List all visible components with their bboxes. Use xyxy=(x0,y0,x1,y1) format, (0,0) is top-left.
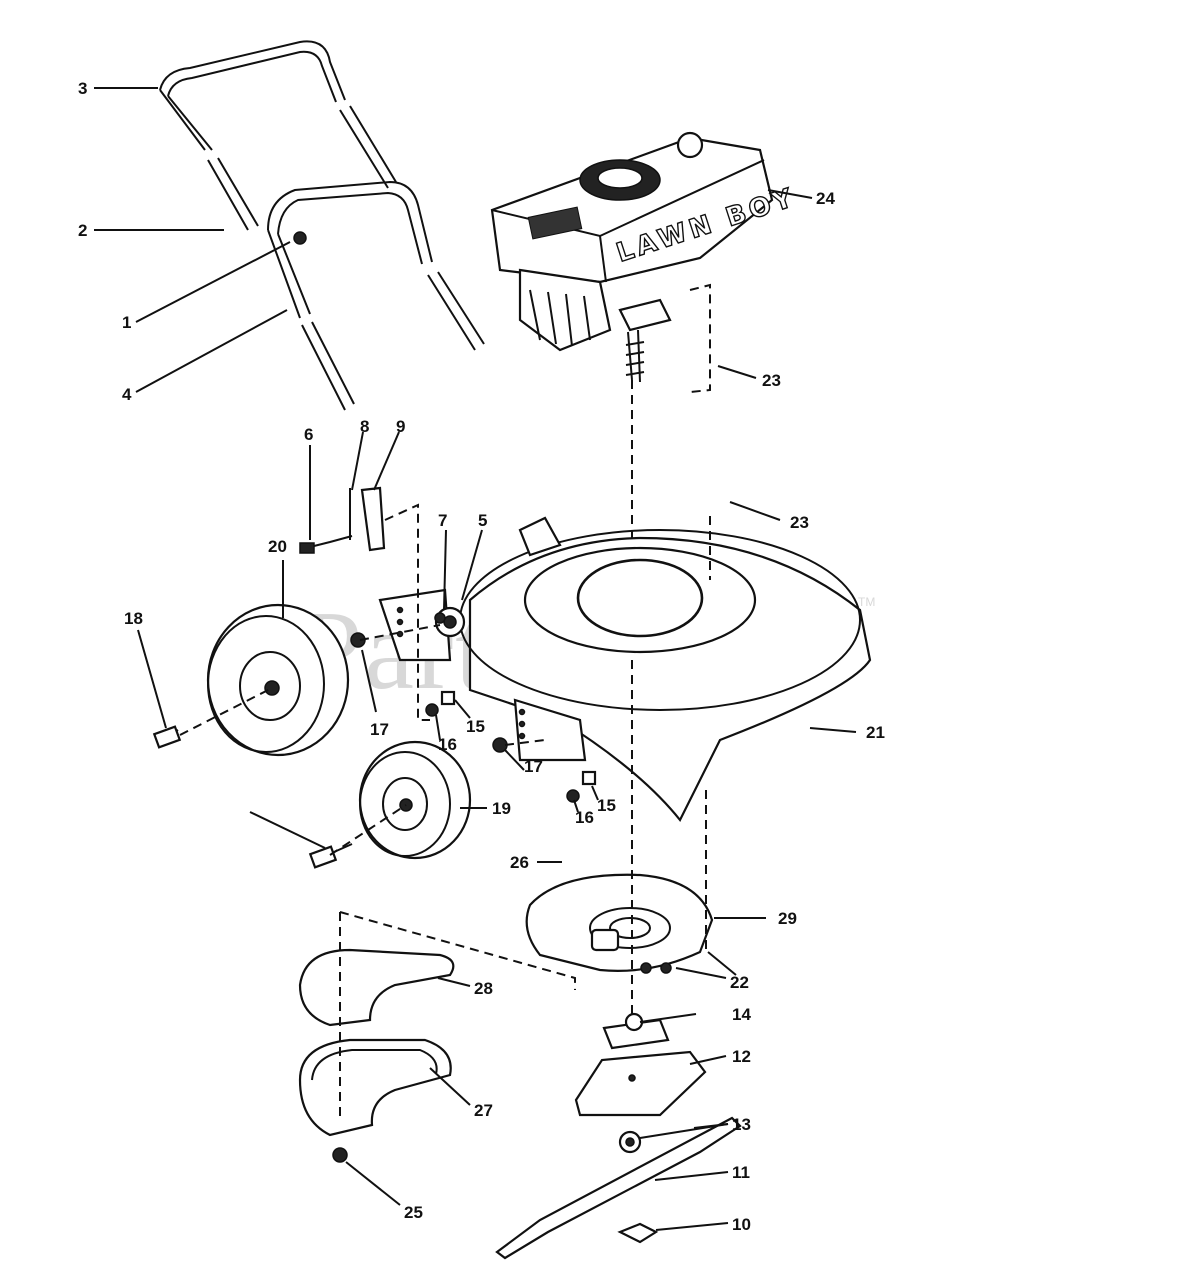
callout-13: 13 xyxy=(732,1115,751,1134)
wheel-hardware xyxy=(299,486,597,803)
upper-handle xyxy=(159,40,397,231)
skirt-gasket xyxy=(298,948,455,1027)
leader-lines xyxy=(94,87,857,1231)
callout-14: 14 xyxy=(732,1005,751,1024)
rear-wheel xyxy=(152,603,350,757)
lower-handle xyxy=(267,180,485,411)
callout-28: 28 xyxy=(474,979,493,998)
callout-20: 20 xyxy=(268,537,287,556)
callout-4: 4 xyxy=(122,385,132,404)
blade-adapter-housing xyxy=(525,873,714,972)
callout-8: 8 xyxy=(360,417,369,436)
callout-19: 19 xyxy=(492,799,511,818)
callout-29: 29 xyxy=(778,909,797,928)
callout-labels: 3 2 1 4 24 23 23 6 8 9 7 5 20 18 17 15 1… xyxy=(78,79,885,1234)
callout-16-right: 16 xyxy=(575,808,594,827)
deflector-skirt xyxy=(298,1038,452,1163)
callout-3: 3 xyxy=(78,79,87,98)
watermark-tm: TM xyxy=(858,595,875,609)
callout-11: 11 xyxy=(732,1163,750,1182)
callout-23-upper: 23 xyxy=(762,371,781,390)
callout-2: 2 xyxy=(78,221,87,240)
callout-15-right: 15 xyxy=(597,796,616,815)
callout-21: 21 xyxy=(866,723,885,742)
callout-26: 26 xyxy=(510,853,529,872)
callout-9: 9 xyxy=(396,417,405,436)
engine: LAWN BOY xyxy=(490,131,801,383)
callout-18: 18 xyxy=(124,609,143,628)
callout-15-left: 15 xyxy=(466,717,485,736)
blade-assembly xyxy=(495,962,742,1260)
callout-6: 6 xyxy=(304,425,313,444)
callout-25: 25 xyxy=(404,1203,423,1222)
callout-22: 22 xyxy=(730,973,749,992)
callout-24: 24 xyxy=(816,189,835,208)
callout-10: 10 xyxy=(732,1215,751,1234)
front-wheel xyxy=(308,740,472,869)
callout-17-right: 17 xyxy=(524,757,543,776)
callout-23-lower: 23 xyxy=(790,513,809,532)
mower-deck xyxy=(378,516,872,823)
callout-1: 1 xyxy=(122,313,131,332)
callout-17-left: 17 xyxy=(370,720,389,739)
callout-27: 27 xyxy=(474,1101,493,1120)
callout-12: 12 xyxy=(732,1047,751,1066)
callout-5: 5 xyxy=(478,511,487,530)
callout-16-left: 16 xyxy=(438,735,457,754)
callout-7: 7 xyxy=(438,511,447,530)
assembly-lines xyxy=(179,283,711,1120)
